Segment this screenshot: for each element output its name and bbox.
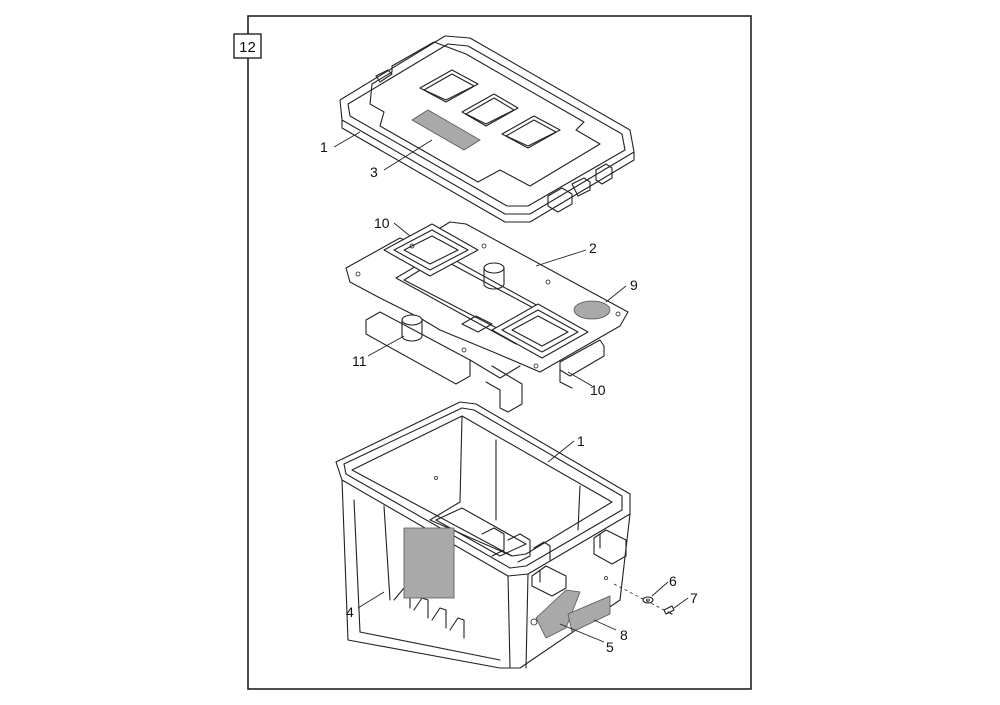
- callout-screw-7: 7: [690, 590, 698, 606]
- warning-label-decal: [567, 595, 611, 633]
- drawing-frame: [247, 15, 752, 690]
- storage-box: [335, 401, 631, 669]
- callout-label-5: 5: [606, 639, 614, 655]
- washer: [642, 596, 654, 604]
- figure-number: 12: [239, 39, 256, 56]
- callout-lid-label-3: 3: [370, 164, 378, 180]
- figure-number-box: 12: [233, 33, 262, 59]
- callout-box-1: 1: [577, 433, 585, 449]
- front-label-decal: [403, 527, 455, 599]
- callout-washer-6: 6: [669, 573, 677, 589]
- callout-label-4: 4: [346, 604, 354, 620]
- callout-tray-10-bottom: 10: [590, 382, 606, 398]
- rubber-plug: [573, 300, 611, 320]
- callout-labels: 1 3 10 2 9 11 10 1 4 6 7 8 5: [320, 139, 698, 655]
- callout-bracket-11: 11: [352, 353, 367, 369]
- side-label-decal: [535, 589, 581, 639]
- callout-lid-1: 1: [320, 139, 328, 155]
- callout-label-8: 8: [620, 627, 628, 643]
- leader-lines: [333, 131, 689, 643]
- tray-assembly: [345, 221, 629, 413]
- callout-tray-10-top: 10: [374, 215, 390, 231]
- lid-label-decal: [411, 109, 481, 151]
- callout-plug-9: 9: [630, 277, 638, 293]
- callout-tray-2: 2: [589, 240, 597, 256]
- assembly-axis: [613, 583, 665, 611]
- lid: [339, 35, 635, 223]
- screw: [663, 605, 675, 615]
